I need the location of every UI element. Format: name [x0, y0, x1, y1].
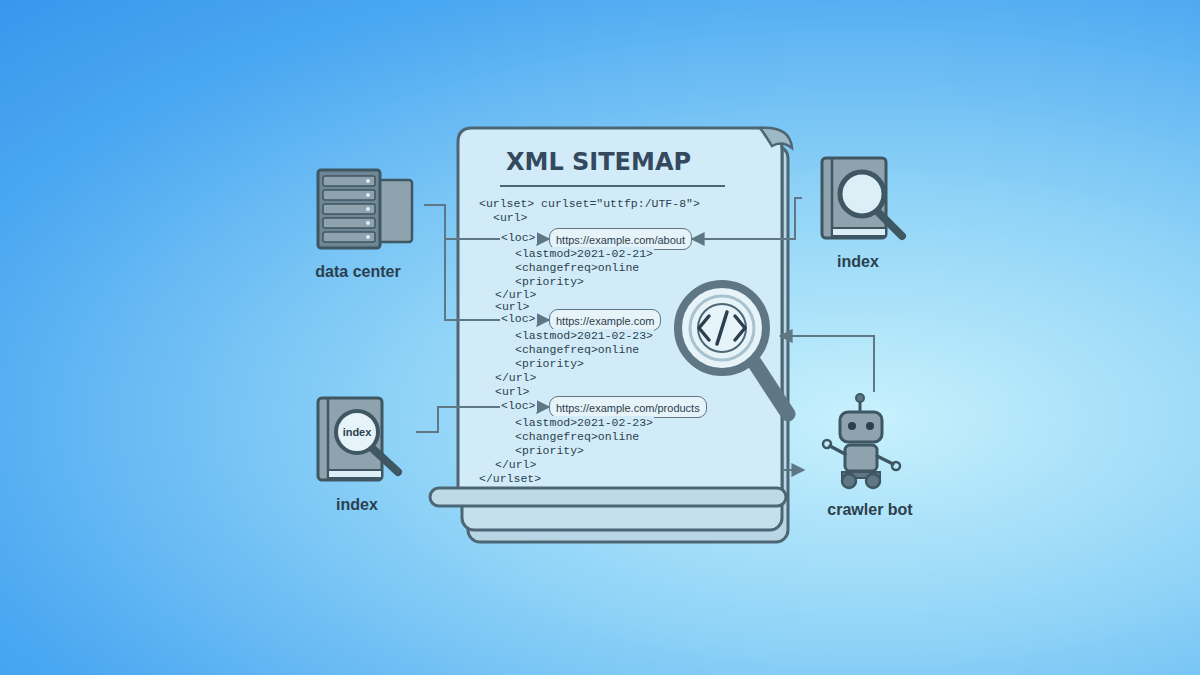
node-label: index	[298, 495, 416, 515]
connector-arrow	[692, 198, 802, 239]
sitemap-document: XML SITEMAP https://example.com/about http…	[458, 128, 782, 520]
magnifier-icon	[678, 284, 788, 414]
code-line: <changefreq>online	[514, 430, 640, 443]
index-node: index	[802, 148, 914, 274]
connector-arrow	[416, 407, 549, 432]
code-line: <url>	[492, 211, 529, 224]
server-slot	[323, 232, 375, 242]
leader-arrow	[780, 336, 874, 392]
url-pill: https://example.com/products	[549, 396, 707, 418]
index-book-icon	[318, 398, 398, 480]
code-line: <changefreq>online	[514, 261, 640, 274]
node-label: index	[802, 252, 914, 272]
code-line: </url>	[494, 288, 537, 301]
connector-arrow	[424, 205, 549, 239]
code-line: <loc>	[500, 312, 537, 325]
code-line: <loc>	[500, 399, 537, 412]
node-label: index	[298, 425, 416, 439]
code-line: <loc>	[500, 231, 537, 244]
code-line: <priority>	[514, 444, 585, 457]
server-led	[366, 235, 370, 239]
code-line: <urlset> curlset="uttfp:/UTF-8">	[478, 197, 701, 210]
node-label: crawler bot	[804, 500, 936, 520]
data-center-node: data center	[292, 160, 424, 288]
connector-arrow	[782, 469, 804, 471]
code-line: </urlset>	[478, 472, 542, 485]
server-slot	[323, 204, 375, 214]
server-led	[366, 207, 370, 211]
server-rack-icon	[318, 170, 412, 248]
server-slot	[323, 176, 375, 186]
code-line: <priority>	[514, 357, 585, 370]
robot-icon	[823, 394, 900, 488]
code-line: <url>	[494, 385, 531, 398]
url-text: https://example.com	[556, 315, 654, 327]
url-pill: https://example.com	[549, 309, 661, 331]
url-text: https://example.com/about	[556, 234, 685, 246]
code-line: <changefreq>online	[514, 343, 640, 356]
sitemap-document	[430, 128, 792, 542]
server-slot	[323, 190, 375, 200]
code-line: </url>	[494, 371, 537, 384]
server-slot	[323, 218, 375, 228]
url-pill: https://example.com/about	[549, 228, 692, 250]
index-node: index index	[298, 388, 416, 516]
code-line: </url>	[494, 458, 537, 471]
server-led	[366, 193, 370, 197]
node-label: data center	[292, 262, 424, 282]
code-line: <priority>	[514, 275, 585, 288]
connector-arrow	[424, 205, 549, 320]
crawler-node: crawler bot	[804, 388, 936, 522]
document-title: XML SITEMAP	[506, 148, 691, 176]
code-line: <url>	[494, 300, 531, 313]
url-text: https://example.com/products	[556, 402, 700, 414]
server-led	[366, 221, 370, 225]
index-book-icon	[822, 158, 902, 238]
server-led	[366, 179, 370, 183]
